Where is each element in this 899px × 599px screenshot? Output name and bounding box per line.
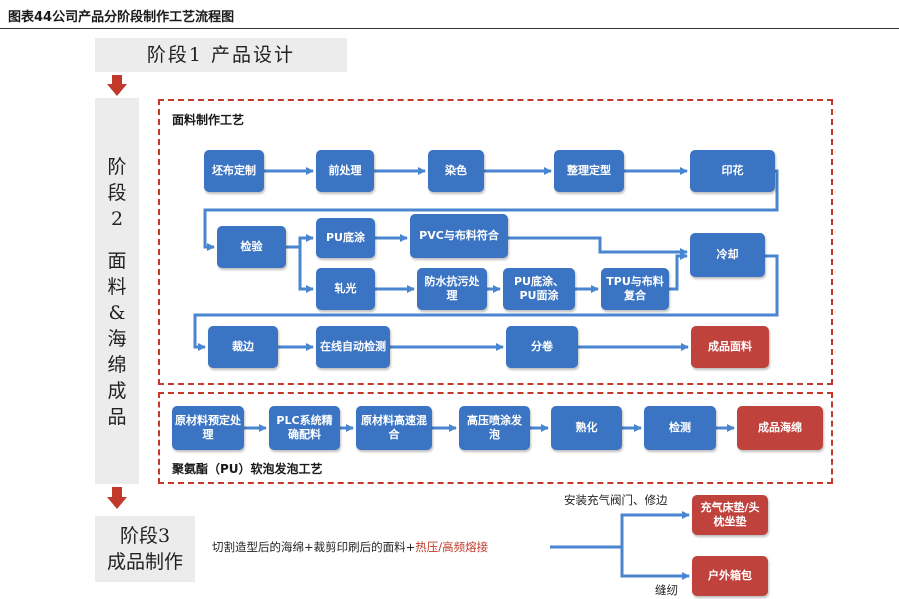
node-finished-fabric: 成品面料 (691, 326, 769, 368)
stage1-box: 阶段1 产品设计 (95, 38, 347, 72)
title-rule (0, 28, 899, 29)
stage2-char: 海 (107, 328, 127, 350)
node-foam-pretreat: 原材料预定处理 (172, 406, 244, 450)
stage2-char: 品 (107, 406, 127, 428)
stage1-arrow-shaft (112, 75, 122, 84)
node-finished-sponge: 成品海绵 (737, 406, 823, 450)
node-inflatable-mattress: 充气床垫/头枕坐垫 (692, 495, 768, 535)
stage2-char: 成 (107, 380, 127, 402)
node-pu-base-a: PU底涂 (316, 218, 375, 258)
node-dyeing: 染色 (428, 150, 484, 192)
node-outdoor-bag: 户外箱包 (692, 556, 768, 596)
arrow-stage3-lower (620, 547, 690, 580)
node-pretreatment: 前处理 (316, 150, 374, 192)
node-pvc-compound: PVC与布料符合 (410, 214, 508, 258)
node-trimming: 裁边 (208, 326, 278, 368)
stage3-line2: 成品制作 (106, 551, 183, 573)
node-foam-spray: 高压喷涂发泡 (459, 406, 530, 450)
node-printing: 印花 (690, 150, 775, 192)
stage3-upper-note: 安装充气阀门、修边 (564, 493, 668, 507)
stage2-box: 阶 段 2 面 料 & 海 绵 成 品 (95, 98, 139, 484)
stage2-arrow-shaft (112, 487, 122, 497)
stage2-char: 面 (107, 250, 127, 272)
figure-title: 图表44公司产品分阶段制作工艺流程图 (8, 10, 235, 25)
node-calendering: 轧光 (316, 268, 375, 310)
node-foam-mix: 原材料高速混合 (356, 406, 432, 450)
stage2-char: 段 (107, 182, 127, 204)
arrow-inspect-to-calender (298, 247, 314, 293)
stage2-char: & (108, 302, 126, 324)
node-cooling: 冷却 (690, 233, 765, 277)
node-pu-coat: PU底涂、PU面涂 (503, 268, 575, 310)
node-foam-inspect: 检测 (644, 406, 716, 450)
node-tpu-compound: TPU与布料复合 (601, 268, 669, 310)
foam-process-frame (158, 392, 833, 484)
node-roll-split: 分卷 (506, 326, 578, 368)
stage2-char: 料 (107, 276, 127, 298)
node-finishing: 整理定型 (554, 150, 624, 192)
stage3-line1: 阶段3 (119, 525, 171, 547)
stage3-lower-note: 缝纫 (655, 583, 678, 597)
stage1-arrow-head (107, 84, 127, 96)
stage2-char: 阶 (107, 156, 127, 178)
node-foam-cure: 熟化 (551, 406, 622, 450)
arrow-tpu-to-cool (669, 252, 688, 291)
stage2-char: 2 (110, 208, 124, 230)
stage2-char: 绵 (107, 354, 127, 376)
arrow-print-to-inspect (203, 169, 779, 251)
stage2-arrow-head (107, 497, 127, 509)
node-inspection: 检验 (217, 226, 286, 268)
stage3-input-text: 切割造型后的海绵+裁剪印刷后的面料+热压/高频熔接 (212, 539, 488, 555)
node-online-inspect: 在线自动检测 (316, 326, 390, 368)
arrow-pvc-to-cool (508, 236, 688, 256)
arrow-cool-to-trim (193, 254, 779, 351)
arrow-inspect-to-pu (286, 234, 314, 249)
stage3-box: 阶段3 成品制作 (95, 516, 195, 582)
node-foam-plc: PLC系统精确配料 (269, 406, 340, 450)
fabric-process-frame (158, 99, 833, 385)
node-waterproof: 防水抗污处理 (417, 268, 487, 310)
node-greige-custom: 坯布定制 (204, 150, 264, 192)
foam-process-label: 聚氨酯（PU）软泡发泡工艺 (172, 462, 323, 476)
stage3-input-highlight: 热压/高频熔接 (415, 540, 489, 554)
fabric-process-label: 面料制作工艺 (172, 113, 245, 127)
arrow-stage3-upper (550, 511, 690, 549)
stage3-input-plain: 切割造型后的海绵+裁剪印刷后的面料+ (212, 540, 416, 554)
